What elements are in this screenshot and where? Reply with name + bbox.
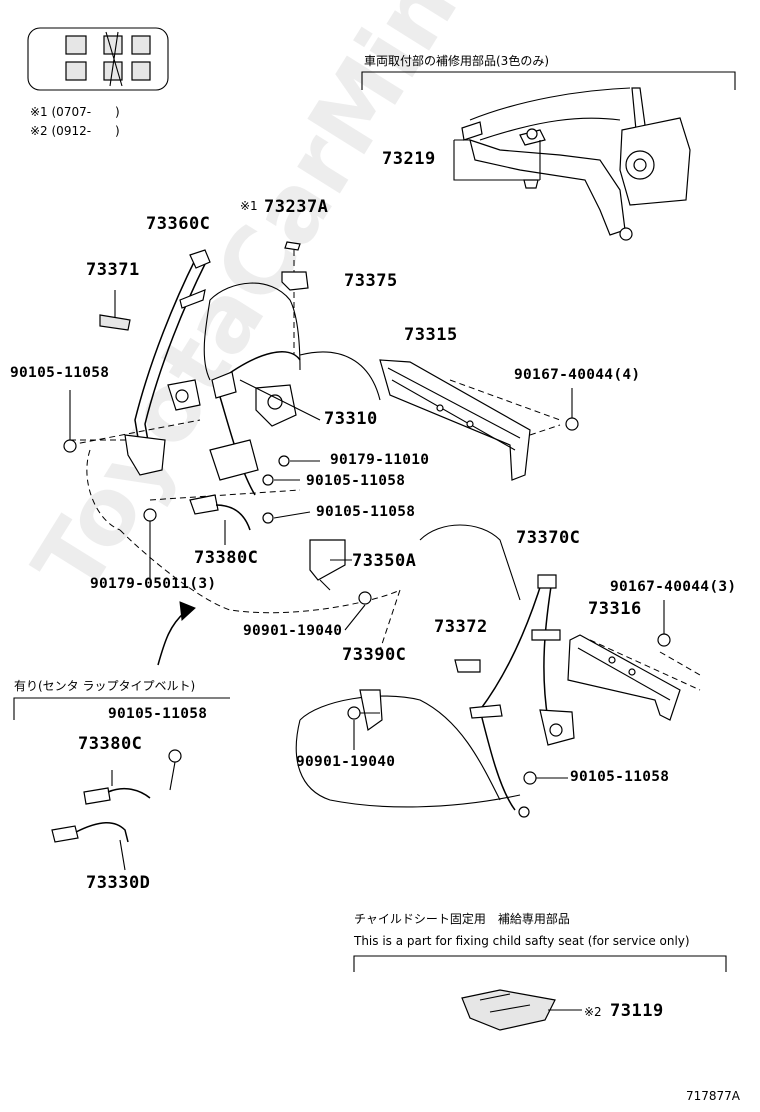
part-73380C-lower[interactable]: 73380C xyxy=(78,734,143,754)
part-90105-11058-a[interactable]: 90105-11058 xyxy=(10,365,110,381)
part-73119-mark: ※2 xyxy=(584,1005,602,1019)
part-90901-19040-b[interactable]: 90901-19040 xyxy=(296,754,396,770)
rear-belt-73370C xyxy=(454,574,575,818)
center-belt-73310 xyxy=(209,351,321,524)
child-seat-note-en: This is a part for fixing child safty se… xyxy=(354,934,690,948)
part-90105-11058-c[interactable]: 90105-11058 xyxy=(316,504,416,520)
part-73350A[interactable]: 73350A xyxy=(352,551,417,571)
part-90179-05011[interactable]: 90179-05011(3) xyxy=(90,576,217,592)
shelf-panel-left xyxy=(379,359,561,481)
part-90901-19040-a[interactable]: 90901-19040 xyxy=(243,623,343,639)
center-lap-note: 有り(センタ ラップタイプベルト) xyxy=(14,679,196,693)
part-73390C[interactable]: 73390C xyxy=(342,645,407,665)
part-90105-11058-e[interactable]: 90105-11058 xyxy=(570,769,670,785)
pointer-arrow xyxy=(157,601,196,666)
footnote-1: ※1 (0707- ) xyxy=(30,105,120,119)
child-seat-note-jp: チャイルドシート固定用 補給専用部品 xyxy=(354,912,570,926)
outer-belt-73360C xyxy=(70,249,211,476)
part-73219[interactable]: 73219 xyxy=(382,149,436,169)
part-73237A-mark: ※1 xyxy=(240,199,258,213)
part-73316[interactable]: 73316 xyxy=(588,599,642,619)
bolt-markers xyxy=(63,388,671,647)
vehicle-locator-icon xyxy=(27,27,169,91)
part-73372[interactable]: 73372 xyxy=(434,617,488,637)
shelf-panel-right xyxy=(567,634,701,721)
rear-seat-outline xyxy=(295,524,521,808)
part-73119[interactable]: 73119 xyxy=(610,1001,664,1021)
buckle-73390C xyxy=(347,689,383,750)
part-90105-11058-d[interactable]: 90105-11058 xyxy=(108,706,208,722)
part-73375[interactable]: 73375 xyxy=(344,271,398,291)
part-73330D[interactable]: 73330D xyxy=(86,873,151,893)
buckle-73380C-upper xyxy=(143,494,251,580)
part-73237A[interactable]: 73237A xyxy=(264,197,329,217)
footnote-2: ※2 (0912- ) xyxy=(30,124,120,138)
front-seat-outline xyxy=(69,282,401,614)
part-73370C[interactable]: 73370C xyxy=(516,528,581,548)
part-73371[interactable]: 73371 xyxy=(86,260,140,280)
part-90105-11058-b[interactable]: 90105-11058 xyxy=(306,473,406,489)
part-73380C-upper[interactable]: 73380C xyxy=(194,548,259,568)
part-90179-11010[interactable]: 90179-11010 xyxy=(330,452,430,468)
part-73315[interactable]: 73315 xyxy=(404,325,458,345)
child-seat-bracket xyxy=(353,955,727,1031)
part-90167-40044-a[interactable]: 90167-40044(4) xyxy=(514,367,641,383)
part-73310[interactable]: 73310 xyxy=(324,409,378,429)
bracket-top-line xyxy=(361,71,736,90)
part-73360C[interactable]: 73360C xyxy=(146,214,211,234)
diagram-id: 717877A xyxy=(686,1089,741,1103)
part-90167-40044-b[interactable]: 90167-40044(3) xyxy=(610,579,737,595)
guide-clip-parts xyxy=(281,241,309,355)
top-retractor-assembly xyxy=(453,87,691,241)
top-bracket-note: 車両取付部の補修用部品(3色のみ) xyxy=(364,54,549,68)
center-lap-bracket xyxy=(13,697,230,720)
lap-belt-set xyxy=(51,749,182,871)
buckle-73350A xyxy=(309,539,372,631)
